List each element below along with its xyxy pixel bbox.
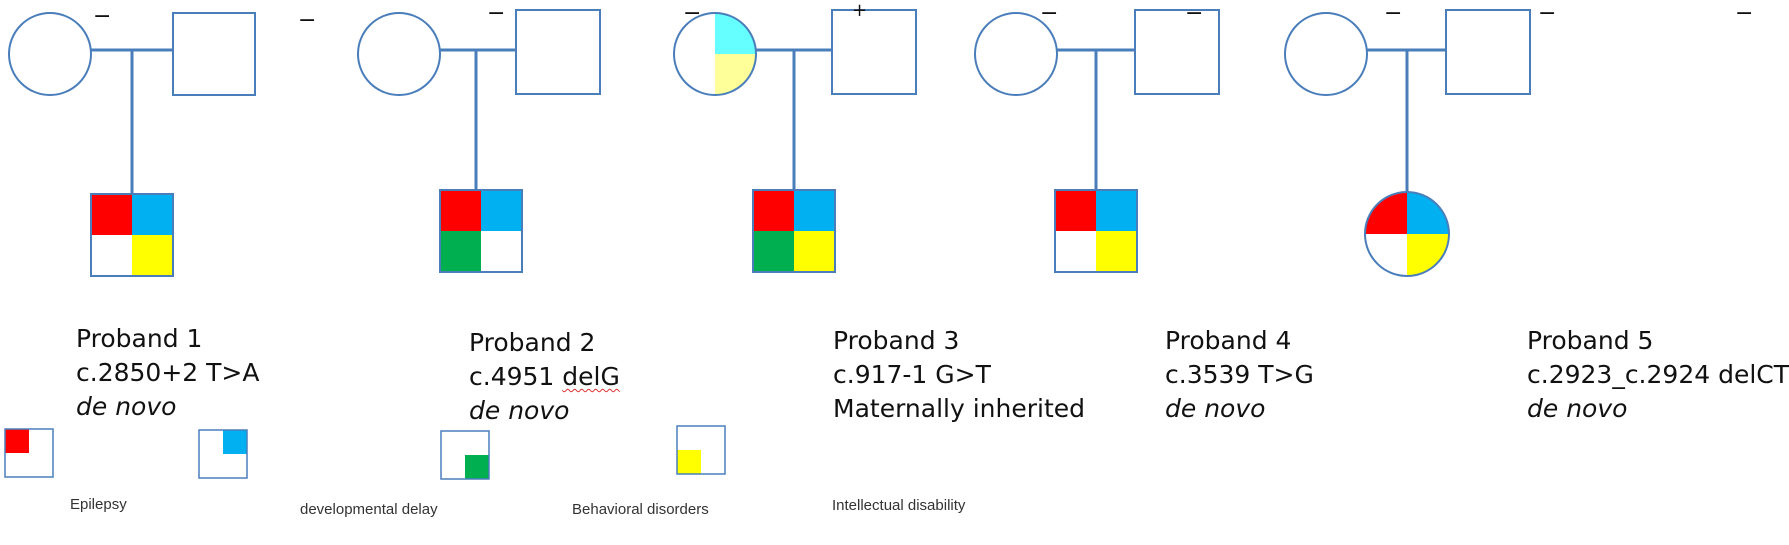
proband-5-quadrant-3	[1365, 234, 1407, 276]
proband-2-quadrant-2	[481, 190, 522, 231]
proband-4-quadrant-4	[1096, 231, 1137, 272]
family-1-father	[172, 12, 256, 96]
proband-3-quadrant-2	[794, 190, 835, 231]
proband-3-outline	[752, 189, 836, 273]
proband-4-variant: c.3539 T>G	[1165, 360, 1314, 389]
proband-2-inheritance: de novo	[469, 396, 570, 425]
family-5-father	[1445, 9, 1531, 95]
proband-3-label: Proband 3	[833, 326, 960, 355]
proband-2-variant-prefix: c.4951	[469, 362, 563, 391]
proband-1-quadrant-2	[132, 194, 173, 235]
family-3-mother-outline	[673, 12, 757, 96]
legend-epilepsy-box	[4, 428, 54, 478]
family-3-mother-quadrant-3	[674, 54, 715, 95]
proband-2-variant-marked: delG	[562, 362, 620, 391]
proband-1-quadrant-3	[91, 235, 132, 276]
legend-epilepsy-swatch	[5, 429, 29, 453]
family-3-mother-quadrant-4	[715, 54, 756, 95]
family-4-mother-sign: −	[1185, 1, 1204, 26]
legend-behavioral-disorders-box	[440, 430, 490, 480]
family-3-father-sign: −	[1040, 1, 1059, 26]
legend-developmental-delay-box	[198, 429, 248, 479]
proband-2-variant: c.4951 delG	[469, 360, 620, 393]
proband-2-quadrant-3	[440, 231, 481, 272]
proband-1-quadrant-1	[91, 194, 132, 235]
proband-2-quadrant-4	[481, 231, 522, 272]
legend-behavioral-disorders-label: Behavioral disorders	[572, 501, 709, 518]
legend-developmental-delay-swatch	[223, 430, 247, 454]
family-2-father	[515, 9, 601, 95]
proband-4-quadrant-2	[1096, 190, 1137, 231]
legend-developmental-delay-label: developmental delay	[300, 501, 438, 518]
legend-behavioral-disorders-swatch	[465, 455, 489, 479]
family-4-father	[1134, 9, 1220, 95]
family-4-father-sign: −	[1384, 1, 1403, 26]
proband-1-inheritance: de novo	[76, 392, 177, 421]
family-2-father-sign: −	[683, 1, 702, 26]
proband-5-outline	[1364, 191, 1450, 277]
proband-5-quadrant-1	[1365, 192, 1407, 234]
family-4-mother	[974, 12, 1058, 96]
proband-4-inheritance: de novo	[1165, 394, 1266, 423]
proband-5-label: Proband 5	[1527, 326, 1654, 355]
legend-intellectual-disability-box	[676, 425, 726, 475]
proband-3-quadrant-3	[753, 231, 794, 272]
proband-3-inheritance: Maternally inherited	[833, 394, 1086, 423]
family-1-mother-sign: −	[93, 4, 112, 29]
proband-3-variant: c.917-1 G>T	[833, 360, 991, 389]
family-3-mother-sign: +	[852, 0, 868, 21]
family-5-mother-sign: −	[1538, 1, 1557, 26]
proband-4-label: Proband 4	[1165, 326, 1292, 355]
proband-2-label: Proband 2	[469, 328, 596, 357]
proband-4-outline	[1054, 189, 1138, 273]
family-3-father	[831, 9, 917, 95]
proband-1-variant: c.2850+2 T>A	[76, 358, 260, 387]
family-2-mother	[357, 12, 441, 96]
proband-5-quadrant-4	[1407, 234, 1449, 276]
legend-intellectual-disability-label: Intellectual disability	[832, 497, 966, 514]
proband-3-quadrant-4	[794, 231, 835, 272]
proband-2-quadrant-1	[440, 190, 481, 231]
family-5-father-sign: −	[1735, 1, 1754, 26]
legend-epilepsy-label: Epilepsy	[70, 496, 127, 513]
proband-4-quadrant-3	[1055, 231, 1096, 272]
proband-1-quadrant-4	[132, 235, 173, 276]
proband-5-inheritance: de novo	[1527, 394, 1628, 423]
legend-intellectual-disability-swatch	[677, 450, 701, 474]
proband-1-label: Proband 1	[76, 324, 203, 353]
proband-5-variant: c.2923_c.2924 delCT	[1527, 360, 1789, 389]
proband-4-quadrant-1	[1055, 190, 1096, 231]
proband-1-outline	[90, 193, 174, 277]
family-3-mother-quadrant-1	[674, 13, 715, 54]
proband-3-quadrant-1	[753, 190, 794, 231]
family-1-father-sign: −	[298, 8, 317, 33]
family-2-mother-sign: −	[487, 1, 506, 26]
proband-5-quadrant-2	[1407, 192, 1449, 234]
family-1-mother	[8, 12, 92, 96]
family-3-mother-quadrant-2	[715, 13, 756, 54]
proband-2-outline	[439, 189, 523, 273]
family-5-mother	[1284, 12, 1368, 96]
